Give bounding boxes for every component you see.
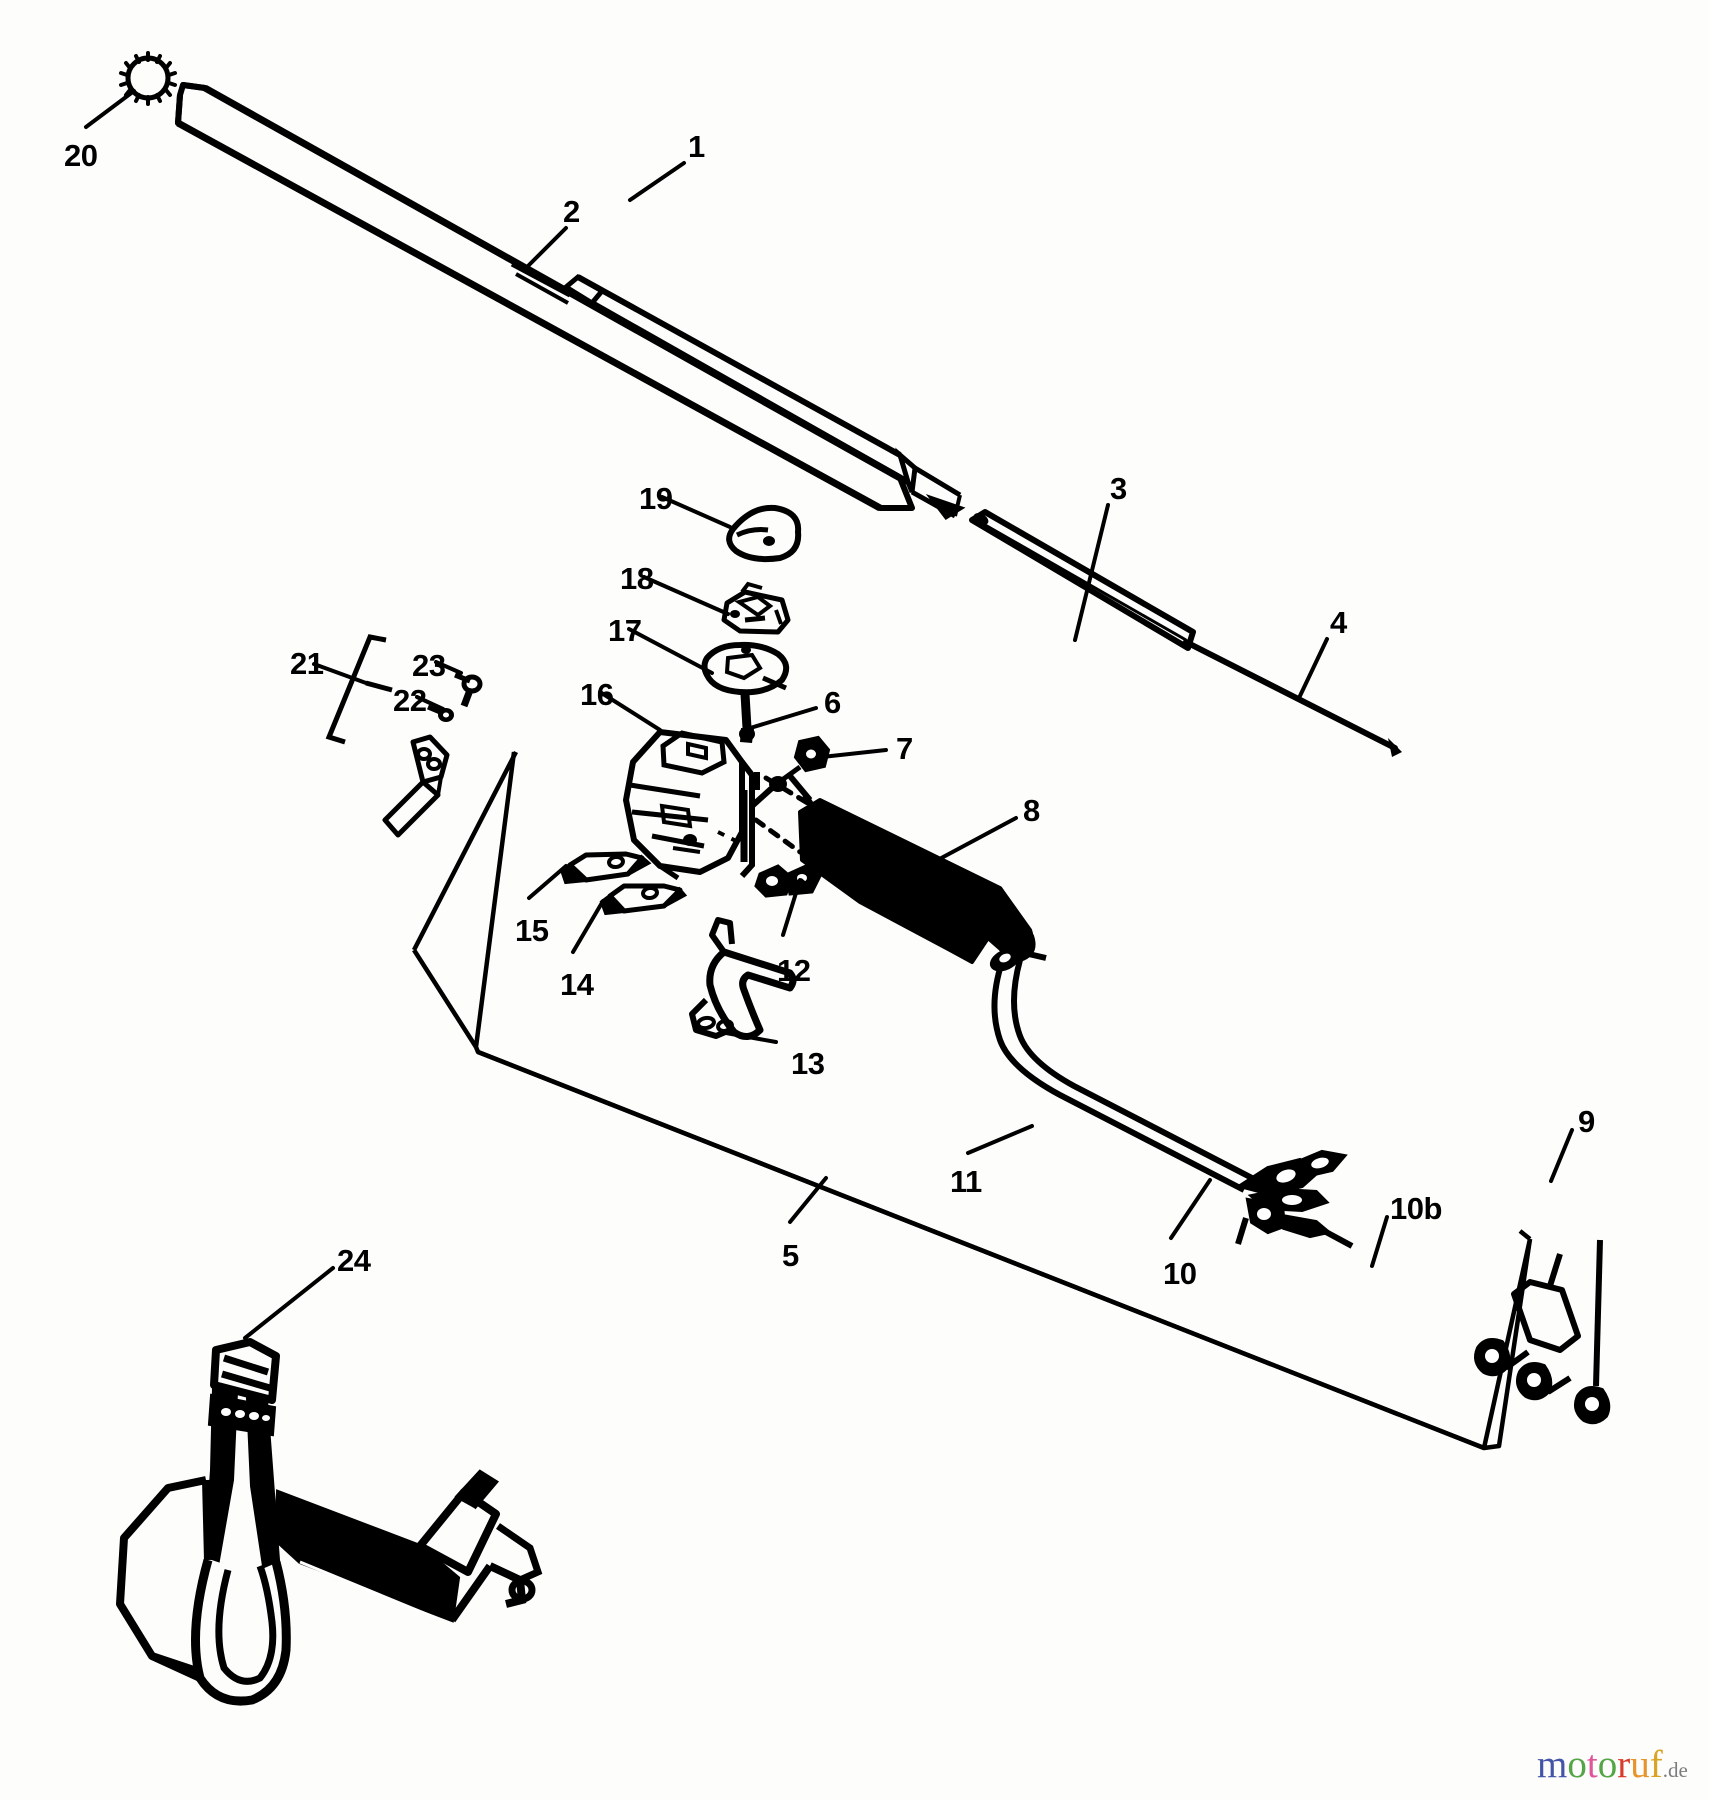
callout-9: 9 bbox=[1578, 1104, 1595, 1139]
callout-24: 24 bbox=[337, 1243, 371, 1278]
part-11-wire-harness bbox=[989, 948, 1254, 1193]
part-13-throttle-trigger bbox=[689, 917, 797, 1040]
callout-22: 22 bbox=[393, 683, 427, 718]
part-24-shoulder-harness bbox=[116, 1338, 543, 1706]
part-6-throttle-rod bbox=[739, 693, 755, 743]
callout-11: 11 bbox=[950, 1164, 982, 1199]
callout-6: 6 bbox=[824, 685, 841, 720]
callout-4: 4 bbox=[1330, 605, 1347, 640]
part-22-nut bbox=[427, 704, 454, 722]
callout-8: 8 bbox=[1023, 793, 1040, 828]
site-watermark: motoruf.de bbox=[1537, 1745, 1688, 1784]
part-10-terminals-left bbox=[1235, 1149, 1354, 1249]
callout-19: 19 bbox=[639, 481, 673, 516]
part-14-screw bbox=[599, 883, 688, 916]
part-5-assembly-group-outline bbox=[411, 750, 1533, 1451]
callout-13: 13 bbox=[791, 1046, 825, 1081]
watermark-letter-t: t bbox=[1586, 1743, 1598, 1786]
part-23-screw bbox=[454, 672, 483, 708]
watermark-letter-o1: o bbox=[1567, 1743, 1587, 1786]
part-2-inner-shaft-sleeve bbox=[510, 261, 966, 520]
watermark-letter-f: f bbox=[1649, 1743, 1663, 1786]
callout-10-left: 10 bbox=[1163, 1256, 1197, 1291]
callout-17: 17 bbox=[608, 613, 642, 648]
watermark-letter-u: u bbox=[1630, 1743, 1650, 1786]
part-20-sprocket bbox=[119, 51, 177, 106]
callout-16: 16 bbox=[580, 677, 614, 712]
part-17-throttle-cam bbox=[701, 641, 790, 696]
part-16-handle-housing bbox=[623, 729, 760, 881]
callout-1: 1 bbox=[688, 129, 705, 164]
part-9-connector-body bbox=[1511, 1253, 1581, 1353]
callout-leader-lines bbox=[84, 89, 1574, 1340]
part-1-outer-shaft-tube bbox=[175, 82, 915, 512]
part-18-switch-plate bbox=[721, 581, 791, 635]
callout-2: 2 bbox=[563, 194, 580, 229]
callout-7: 7 bbox=[896, 731, 913, 766]
part-12-mounting-lug bbox=[754, 864, 822, 898]
watermark-letter-m: m bbox=[1537, 1743, 1568, 1786]
callout-14: 14 bbox=[560, 967, 594, 1002]
part-15-screw-long bbox=[559, 851, 652, 885]
watermark-letter-r: r bbox=[1617, 1743, 1631, 1786]
callout-21: 21 bbox=[290, 646, 324, 681]
watermark-letter-o2: o bbox=[1597, 1743, 1618, 1786]
part-8-handle-grip bbox=[798, 798, 1036, 964]
watermark-suffix: .de bbox=[1662, 1758, 1688, 1782]
callout-5: 5 bbox=[782, 1238, 799, 1273]
callout-18: 18 bbox=[620, 561, 654, 596]
callout-12: 12 bbox=[777, 953, 811, 988]
part-21-switch-subassembly bbox=[325, 634, 450, 838]
callout-23: 23 bbox=[412, 648, 446, 683]
part-4-inner-cable bbox=[1183, 639, 1402, 757]
part-10-terminals-right bbox=[1474, 1239, 1611, 1425]
callout-3: 3 bbox=[1110, 471, 1127, 506]
callout-15: 15 bbox=[515, 913, 549, 948]
callout-10-right: 10b bbox=[1390, 1191, 1442, 1226]
callout-20: 20 bbox=[64, 138, 98, 173]
part-19-cable-grommet bbox=[726, 504, 802, 563]
part-3-shaft-liner bbox=[969, 509, 1196, 651]
